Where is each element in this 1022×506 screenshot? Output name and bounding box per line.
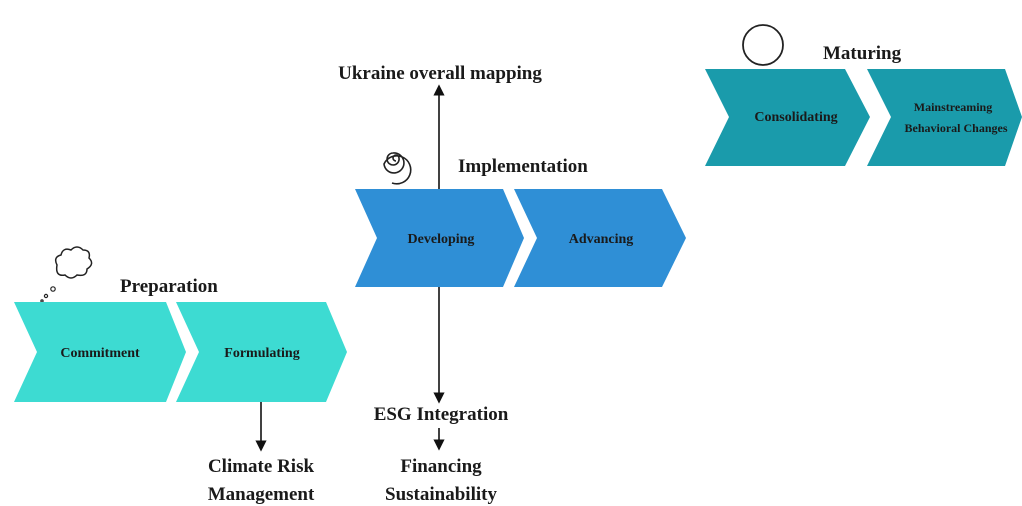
implementation-stage: Implementation Developing Advancing Ukra… <box>338 63 686 505</box>
climate-risk-label-line1: Climate Risk <box>208 456 315 477</box>
commitment-label: Commitment <box>60 346 140 361</box>
chevron-commitment-shape <box>14 302 186 402</box>
chevron-mainstreaming: Mainstreaming Behavioral Changes <box>867 69 1022 166</box>
thought-cloud-icon <box>40 246 93 303</box>
mainstreaming-label-line2: Behavioral Changes <box>904 121 1007 135</box>
chevron-developing: Developing <box>355 189 524 287</box>
circle-icon <box>742 24 784 66</box>
chevron-developing-shape <box>355 189 524 287</box>
maturing-stage: Maturing Consolidating Mainstreaming Beh… <box>705 24 1022 166</box>
spiral-icon <box>383 152 412 185</box>
implementation-title: Implementation <box>458 156 588 177</box>
financing-label-line1: Financing <box>400 456 482 477</box>
chevron-commitment: Commitment <box>14 302 186 402</box>
chevron-consolidating: Consolidating <box>705 69 870 166</box>
maturing-title: Maturing <box>823 43 902 64</box>
preparation-title: Preparation <box>120 276 218 297</box>
chevron-consolidating-shape <box>705 69 870 166</box>
mainstreaming-label-line1: Mainstreaming <box>914 100 992 114</box>
ukraine-mapping-label: Ukraine overall mapping <box>338 63 542 84</box>
formulating-label: Formulating <box>224 346 299 361</box>
chevron-advancing-shape <box>514 189 686 287</box>
climate-risk-label-line2: Management <box>208 484 315 505</box>
chevron-formulating-shape <box>176 302 347 402</box>
chevron-formulating: Formulating <box>176 302 347 402</box>
chevron-advancing: Advancing <box>514 189 686 287</box>
advancing-label: Advancing <box>569 232 634 247</box>
chevron-mainstreaming-shape <box>867 69 1022 166</box>
financing-label-line2: Sustainability <box>385 484 497 505</box>
preparation-stage: Preparation Commitment Formulating Clima… <box>14 246 347 505</box>
consolidating-label: Consolidating <box>754 110 837 125</box>
esg-integration-label: ESG Integration <box>374 404 509 425</box>
developing-label: Developing <box>408 232 475 247</box>
